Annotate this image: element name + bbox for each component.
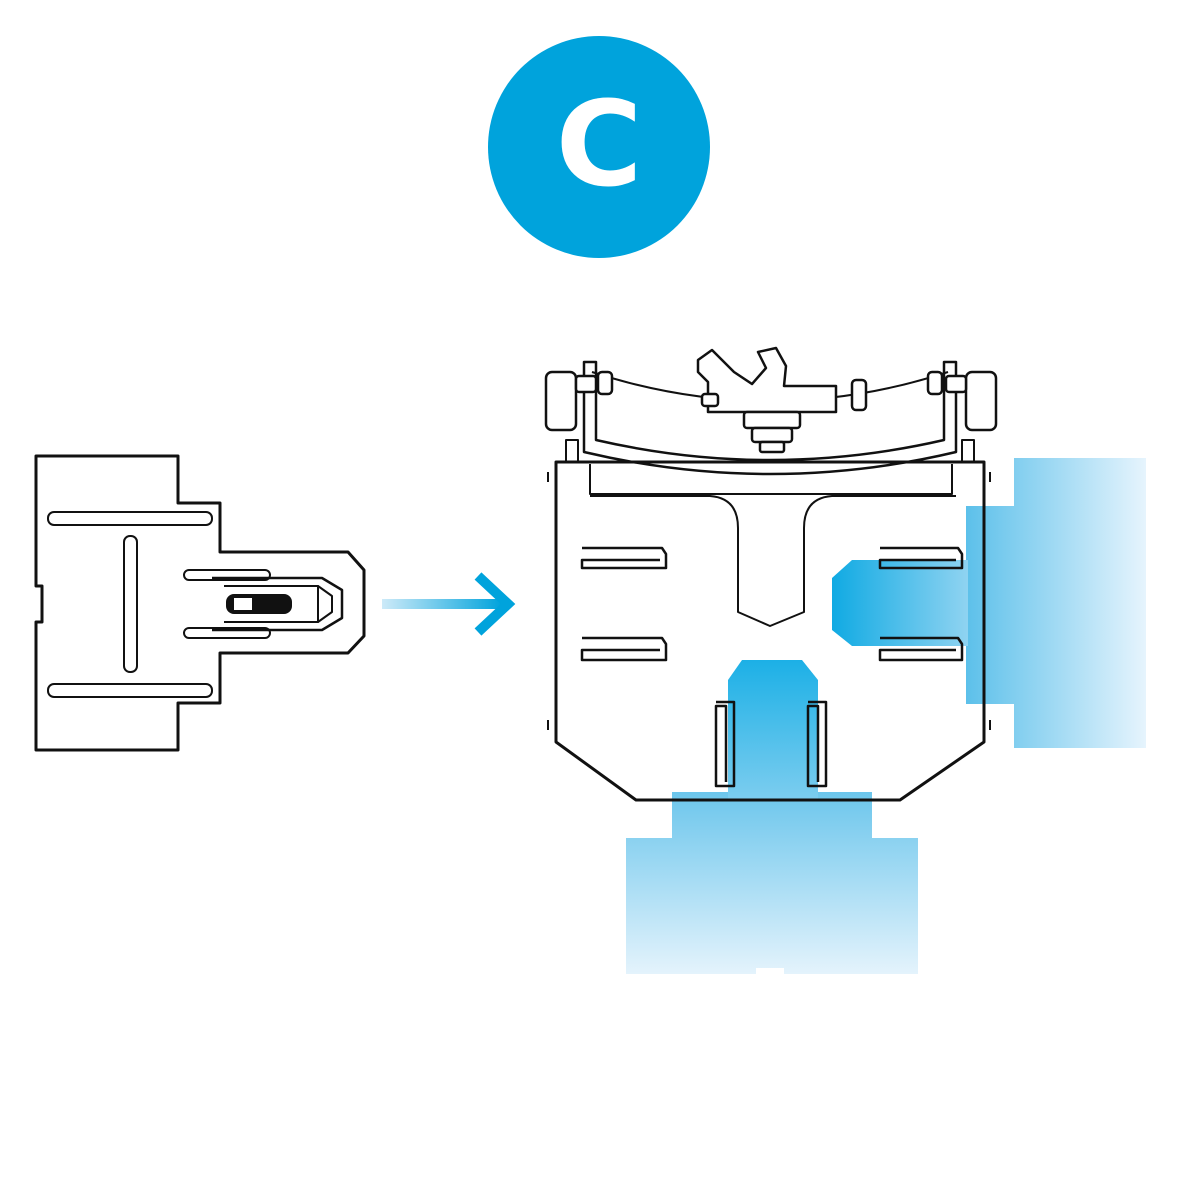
step-letter: C <box>555 75 643 213</box>
plate-clip <box>714 700 736 788</box>
plate-clip <box>580 546 668 570</box>
module-latch-frame <box>224 585 333 623</box>
plate-clip <box>878 546 964 570</box>
bracket-frame <box>582 360 958 476</box>
module-slot <box>47 683 213 698</box>
mounting-plate <box>547 460 991 802</box>
module-latch-frame <box>310 585 319 623</box>
module-slot <box>123 535 138 673</box>
module-latch-highlight <box>234 598 252 610</box>
module-bottom-ghost <box>626 660 918 974</box>
plate-clip <box>580 636 668 662</box>
rail-clamp <box>696 346 868 454</box>
bracket-knob-right <box>964 370 998 432</box>
arrow-right-icon <box>382 572 516 636</box>
module-slot <box>183 569 271 581</box>
module-latch-frame <box>212 576 344 632</box>
plate-clip <box>878 636 964 662</box>
module-slot <box>183 627 271 639</box>
module-slot <box>47 511 213 526</box>
module-top-view <box>34 454 366 752</box>
plate-center-cutout <box>590 495 956 627</box>
module-outline <box>34 454 366 752</box>
plate-outline <box>554 460 986 802</box>
step-badge: C <box>488 36 710 258</box>
rail-bracket <box>544 360 998 495</box>
bracket-knob-left <box>544 370 578 432</box>
module-right-ghost <box>832 458 1146 748</box>
plate-clip <box>806 700 828 788</box>
